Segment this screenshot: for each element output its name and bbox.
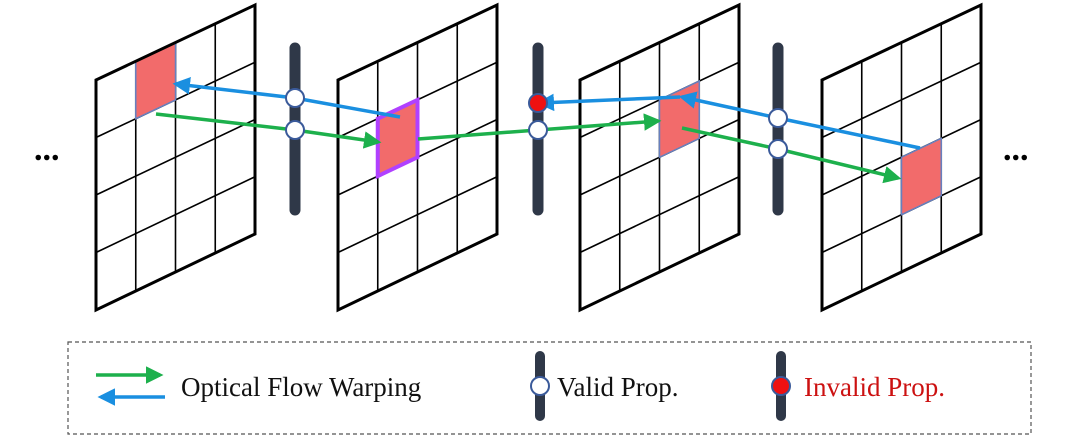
valid-node — [768, 108, 788, 128]
grid-frame — [94, 2, 257, 313]
highlighted-cell — [375, 96, 420, 180]
frame-border — [336, 2, 499, 313]
legend-box — [67, 341, 1032, 435]
valid-node — [285, 120, 305, 140]
invalid-node — [528, 93, 548, 113]
legend-valid-label: Valid Prop. — [557, 372, 679, 402]
valid-node — [285, 88, 305, 108]
valid-node — [768, 139, 788, 159]
grid-line — [337, 176, 498, 254]
highlighted-cell — [900, 137, 942, 216]
backward-flow-arrow-3 — [678, 91, 921, 150]
legend-valid-node-icon — [530, 376, 550, 396]
forward-flow-arrow-1 — [155, 112, 382, 149]
frame-border — [578, 2, 741, 313]
left-ellipsis: ... — [34, 131, 60, 168]
legend: Optical Flow Warping Valid Prop. Invalid… — [67, 341, 1032, 435]
grid-line — [95, 176, 256, 254]
frame-border — [94, 2, 257, 313]
grid-frame — [336, 2, 499, 313]
grid-line — [579, 176, 740, 254]
highlighted-cell — [658, 79, 700, 159]
legend-invalid-node-icon — [771, 376, 791, 396]
grid-frame — [820, 2, 983, 313]
frame-border — [820, 2, 983, 313]
propagation-nodes — [285, 88, 788, 159]
legend-invalid-label: Invalid Prop. — [804, 372, 945, 402]
highlighted-cell — [135, 41, 177, 120]
legend-flow-label: Optical Flow Warping — [181, 372, 421, 402]
right-ellipsis: ... — [1003, 131, 1029, 168]
backward-flow-arrow-2 — [536, 93, 681, 112]
valid-node — [528, 120, 548, 140]
grid-line — [95, 118, 256, 196]
grid-frame — [578, 2, 741, 313]
